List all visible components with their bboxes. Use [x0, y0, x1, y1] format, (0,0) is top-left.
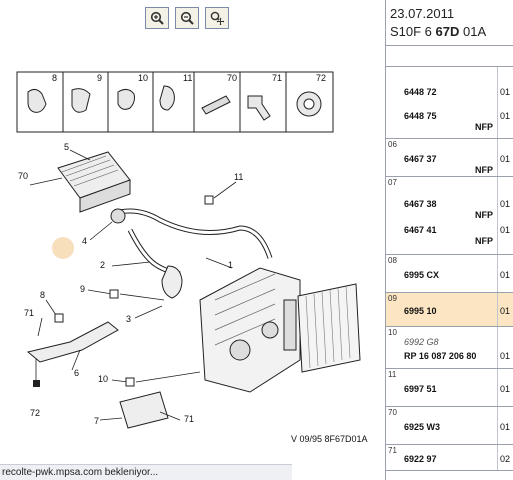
part-icon-strip	[16, 71, 334, 133]
part-ref[interactable]: 6997 51	[404, 384, 437, 394]
bracket-6	[26, 321, 119, 363]
part-qty: 01	[500, 87, 511, 97]
callout-71: 71	[272, 73, 282, 83]
callout-9-main: 9	[80, 284, 85, 294]
part-qty: 01	[500, 422, 511, 432]
part-ref[interactable]: 6925 W3	[404, 422, 441, 432]
callout-8-main: 8	[40, 290, 45, 300]
part-ref[interactable]: 6448 72	[404, 87, 437, 97]
status-bar: recolte-pwk.mpsa.com bekleniyor...	[0, 464, 292, 480]
zoom-in-icon	[150, 11, 164, 25]
callout-72-main: 72	[30, 408, 40, 418]
row-index: 08	[388, 256, 397, 265]
callout-10: 10	[138, 73, 148, 83]
part-qty: 01	[500, 154, 511, 164]
column-divider	[497, 407, 498, 444]
hover-highlight	[52, 237, 74, 259]
part-ref[interactable]: 6995 10	[404, 306, 437, 316]
part-qty: 01	[500, 225, 511, 235]
nfp-flag: NFP	[475, 165, 493, 175]
pan-icon	[210, 11, 224, 25]
nfp-flag: NFP	[475, 210, 493, 220]
nfp-flag: NFP	[475, 122, 493, 132]
zoom-toolbar	[145, 7, 235, 29]
callout-71-left: 71	[24, 308, 34, 318]
row-index: 06	[388, 140, 397, 149]
callout-7: 7	[94, 416, 99, 426]
row-index: 11	[388, 370, 397, 379]
callout-2: 2	[100, 260, 105, 270]
part-ref[interactable]: 6467 37	[404, 154, 437, 164]
part-qty: 01	[500, 199, 511, 209]
nfp-flag: NFP	[475, 236, 493, 246]
exploded-diagram: 8 9 10 11 70 71 72 5 70 4 11 2 9 3 8 71 …	[16, 71, 361, 429]
parts-row[interactable]: 11 6997 51 01	[386, 369, 513, 407]
callout-11-main: 11	[234, 172, 243, 182]
column-divider	[497, 177, 498, 254]
zoom-out-icon	[180, 11, 194, 25]
column-divider	[497, 67, 498, 138]
column-divider	[497, 327, 498, 368]
part-ref[interactable]: 6922 97	[404, 454, 437, 464]
part-ref[interactable]: 6995 CX	[404, 270, 440, 280]
part-qty: 01	[500, 384, 511, 394]
callout-71-right: 71	[184, 414, 194, 424]
callout-5: 5	[64, 142, 69, 152]
bracket-7	[119, 391, 169, 429]
part-qty: 01	[500, 111, 511, 121]
callout-70: 70	[227, 73, 237, 83]
parts-row[interactable]: 71 6922 97 02	[386, 445, 513, 471]
part-qty: 01	[500, 270, 511, 280]
callout-1: 1	[228, 260, 233, 270]
part-qty: 01	[500, 351, 511, 361]
header-date: 23.07.2011	[390, 6, 455, 21]
column-divider	[497, 445, 498, 470]
callout-11: 11	[183, 73, 192, 83]
diagram-caption: V 09/95 8F67D01A	[291, 434, 368, 444]
callout-8: 8	[52, 73, 57, 83]
part-ref[interactable]: 6992 G8	[404, 337, 439, 347]
pan-button[interactable]	[205, 7, 229, 29]
callout-70-main: 70	[18, 171, 28, 181]
parts-row[interactable]: 09 6995 10 01	[386, 293, 513, 327]
row-index: 71	[388, 446, 397, 455]
part-qty: 01	[500, 306, 511, 316]
part-ref[interactable]: 6467 41	[404, 225, 437, 235]
parts-row[interactable]: 70 6925 W3 01	[386, 407, 513, 445]
parts-header: 23.07.2011 S10F 6 67D 01A	[386, 0, 513, 46]
part-ref[interactable]: 6467 38	[404, 199, 437, 209]
part-qty: 02	[500, 454, 511, 464]
parts-spacer	[386, 46, 513, 67]
row-index: 09	[388, 294, 397, 303]
callout-6: 6	[74, 368, 79, 378]
column-divider	[497, 293, 498, 326]
row-index: 10	[388, 328, 397, 337]
row-index: 07	[388, 178, 397, 187]
parts-row[interactable]: 10 6992 G8 RP 16 087 206 80 01	[386, 327, 513, 369]
radiator	[283, 283, 361, 373]
column-divider	[497, 255, 498, 292]
engine-block	[199, 267, 301, 393]
part-ref[interactable]: RP 16 087 206 80	[404, 351, 477, 361]
callout-4: 4	[82, 236, 87, 246]
callout-9: 9	[97, 73, 102, 83]
callout-72: 72	[316, 73, 326, 83]
heater-core	[57, 151, 131, 213]
parts-row[interactable]: 08 6995 CX 01	[386, 255, 513, 293]
part-ref[interactable]: 6448 75	[404, 111, 437, 121]
callout-10-main: 10	[98, 374, 108, 384]
diagram-panel: 8 9 10 11 70 71 72 5 70 4 11 2 9 3 8 71 …	[0, 7, 368, 480]
column-divider	[497, 369, 498, 406]
column-divider	[497, 139, 498, 176]
callout-3: 3	[126, 314, 131, 324]
header-ref: S10F 6 67D 01A	[390, 24, 487, 39]
row-index: 70	[388, 408, 397, 417]
zoom-out-button[interactable]	[175, 7, 199, 29]
zoom-in-button[interactable]	[145, 7, 169, 29]
